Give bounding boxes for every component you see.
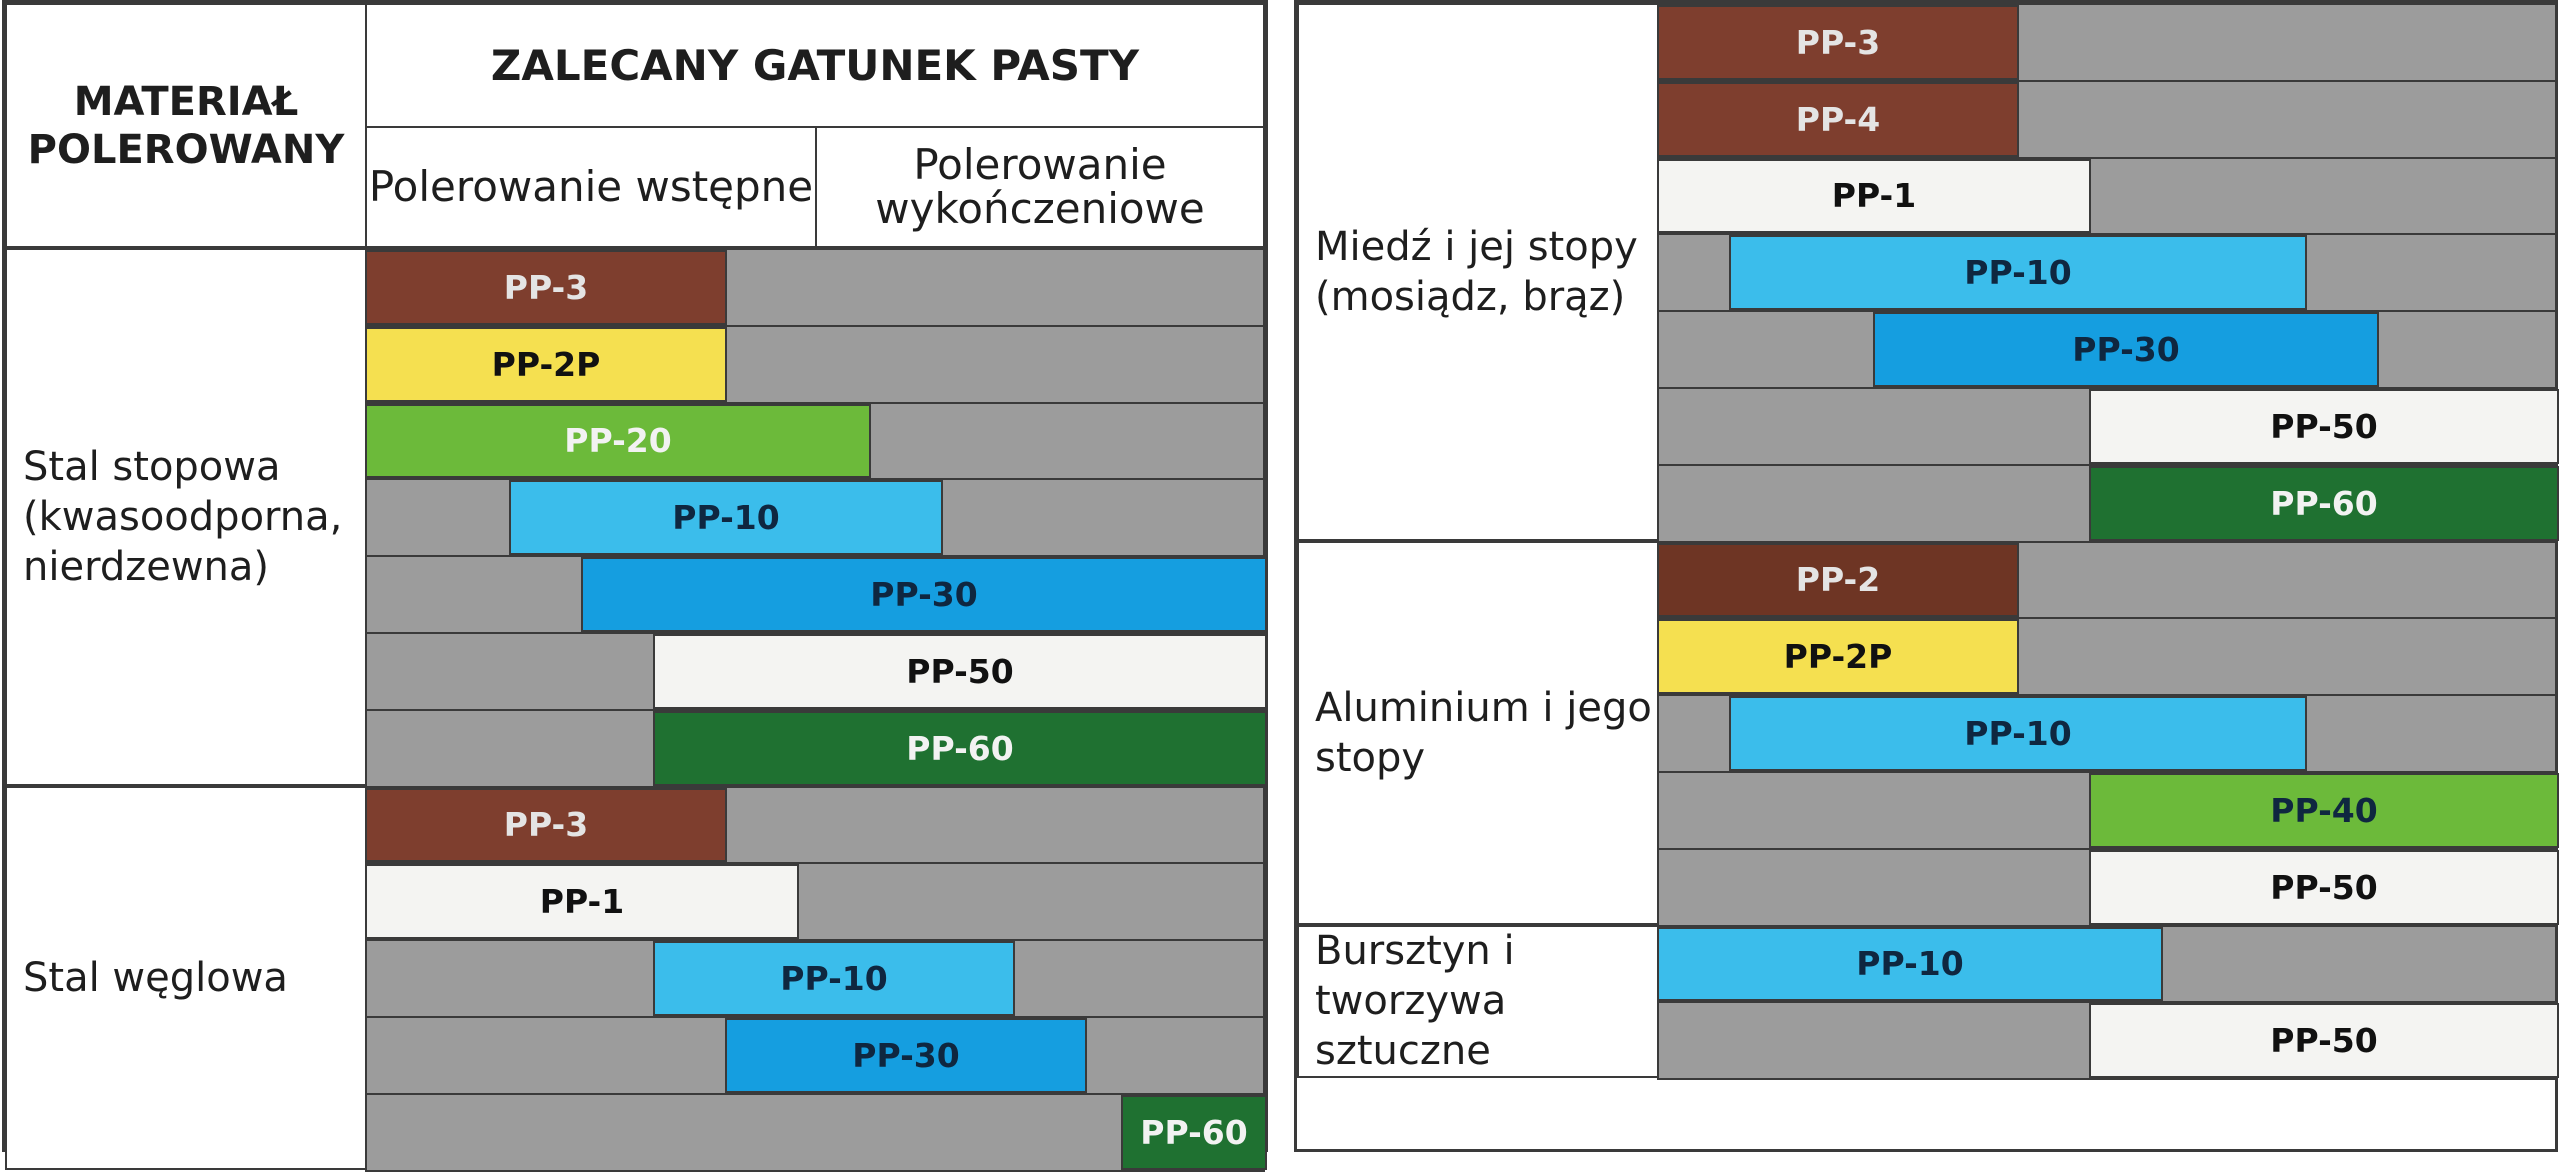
paste-row: PP-3 (1657, 3, 2557, 82)
paste-bar-pp-2: PP-2 (1657, 542, 2019, 618)
paste-row: PP-60 (365, 708, 1267, 788)
paste-bar-pp-50: PP-50 (2089, 849, 2559, 925)
paste-bar-label: PP-10 (1856, 944, 1964, 984)
paste-bar-label: PP-50 (2270, 1021, 2378, 1061)
paste-bar-label: PP-2 (1795, 560, 1881, 600)
paste-row: PP-10 (365, 478, 1265, 558)
paste-bar-pp-20: PP-20 (365, 403, 871, 479)
header-title: ZALECANY GATUNEK PASTY (365, 3, 1265, 128)
paste-row: PP-2P (1657, 617, 2557, 697)
paste-row: PP-10 (365, 939, 1265, 1018)
paste-bar-label: PP-50 (2270, 867, 2378, 907)
material-cell-stal-weglowa: Stal węglowa (5, 785, 367, 1170)
paste-bar-pp-2p: PP-2P (1657, 619, 2019, 695)
paste-row: PP-10 (1657, 924, 2557, 1004)
paste-bar-label: PP-60 (906, 728, 1014, 768)
header-sub-finishing-text: Polerowanie wykończeniowe (875, 140, 1205, 233)
material-label: Stal węglowa (23, 954, 288, 1001)
paste-row: PP-3 (365, 785, 1265, 865)
paste-row: PP-20 (365, 401, 1265, 481)
paste-row: PP-2P (365, 324, 1265, 404)
material-cell-aluminium-i-jego-stopy: Aluminium i jego stopy (1297, 540, 1659, 925)
paste-bar-label: PP-30 (870, 575, 978, 615)
paste-bar-pp-4: PP-4 (1657, 81, 2019, 157)
material-label: Miedź i jej stopy (mosiądz, brąz) (1315, 223, 1638, 320)
paste-bar-label: PP-40 (2270, 790, 2378, 830)
paste-bar-label: PP-1 (539, 882, 625, 922)
header-sub-initial-text: Polerowanie wstępne (368, 162, 814, 211)
paste-bar-label: PP-3 (503, 805, 589, 845)
paste-bar-label: PP-10 (672, 498, 780, 538)
paste-bar-pp-10: PP-10 (1729, 696, 2307, 771)
paste-row: PP-30 (1657, 310, 2557, 389)
paste-bar-pp-3: PP-3 (1657, 5, 2019, 80)
paste-row: PP-50 (1657, 1001, 2559, 1081)
paste-row: PP-4 (1657, 79, 2557, 159)
paste-row: PP-60 (365, 1092, 1267, 1172)
paste-bar-pp-3: PP-3 (365, 250, 727, 325)
paste-bar-label: PP-50 (906, 651, 1014, 691)
paste-bar-label: PP-30 (2072, 330, 2180, 370)
paste-bar-label: PP-4 (1795, 99, 1881, 139)
paste-row: PP-40 (1657, 771, 2559, 850)
paste-row: PP-30 (365, 555, 1267, 634)
material-cell-stal-stopowa-kwasoodporna-nierdzewna: Stal stopowa (kwasoodporna, nierdzewna) (5, 248, 367, 786)
paste-row: PP-10 (1657, 233, 2557, 313)
paste-row: PP-1 (1657, 156, 2557, 236)
paste-bar-label: PP-3 (1795, 22, 1881, 62)
paste-row: PP-2 (1657, 540, 2557, 620)
paste-row: PP-50 (1657, 847, 2559, 927)
paste-bar-label: PP-2P (1783, 637, 1893, 677)
paste-row: PP-1 (365, 862, 1265, 942)
material-label: Stal stopowa (kwasoodporna, nierdzewna) (23, 443, 343, 590)
material-cell-bursztyn-i-tworzywa-sztuczne: Bursztyn i tworzywa sztuczne (1297, 924, 1659, 1079)
paste-bar-pp-60: PP-60 (653, 710, 1267, 786)
paste-bar-pp-3: PP-3 (365, 787, 727, 863)
paste-bar-label: PP-10 (1964, 714, 2072, 754)
paste-bar-pp-50: PP-50 (2089, 1003, 2559, 1079)
paste-bar-label: PP-30 (852, 1035, 960, 1075)
paste-bar-pp-1: PP-1 (1657, 158, 2091, 234)
header-material: MATERIAŁ POLEROWANY (5, 3, 367, 248)
paste-bar-pp-10: PP-10 (509, 480, 943, 556)
header-title-text: ZALECANY GATUNEK PASTY (490, 41, 1140, 90)
header-material-text: MATERIAŁ POLEROWANY (27, 78, 345, 173)
header-sub-initial: Polerowanie wstępne (365, 126, 817, 248)
paste-bar-label: PP-50 (2270, 406, 2378, 446)
paste-bar-label: PP-10 (780, 959, 888, 999)
left-table: MATERIAŁ POLEROWANY ZALECANY GATUNEK PAS… (2, 0, 1268, 1172)
paste-bar-pp-50: PP-50 (653, 634, 1267, 709)
paste-row: PP-60 (1657, 463, 2559, 543)
paste-bar-label: PP-1 (1831, 176, 1917, 216)
paste-bar-pp-30: PP-30 (725, 1018, 1087, 1093)
paste-bar-pp-1: PP-1 (365, 864, 799, 940)
paste-row: PP-10 (1657, 694, 2557, 773)
paste-bar-pp-60: PP-60 (2089, 465, 2559, 541)
paste-bar-label: PP-60 (1140, 1112, 1248, 1152)
paste-bar-label: PP-60 (2270, 483, 2378, 523)
paste-row: PP-50 (1657, 387, 2559, 466)
material-cell-miedz-i-jej-stopy-mosiadz-braz: Miedź i jej stopy (mosiądz, brąz) (1297, 3, 1659, 541)
paste-bar-label: PP-3 (503, 267, 589, 307)
paste-bar-pp-50: PP-50 (2089, 389, 2559, 464)
paste-bar-pp-10: PP-10 (1729, 235, 2307, 311)
paste-row: PP-3 (365, 248, 1265, 327)
material-label: Aluminium i jego stopy (1315, 684, 1652, 781)
paste-bar-pp-10: PP-10 (653, 941, 1015, 1016)
paste-bar-label: PP-2P (491, 344, 601, 384)
paste-row: PP-30 (365, 1016, 1265, 1095)
paste-bar-label: PP-20 (564, 421, 672, 461)
paste-bar-pp-30: PP-30 (1873, 312, 2379, 387)
paste-bar-label: PP-10 (1964, 253, 2072, 293)
paste-bar-pp-2p: PP-2P (365, 326, 727, 402)
header-sub-finishing: Polerowanie wykończeniowe (815, 126, 1265, 248)
material-label: Bursztyn i tworzywa sztuczne (1315, 928, 1515, 1075)
paste-bar-pp-60: PP-60 (1121, 1094, 1267, 1170)
paste-row: PP-50 (365, 632, 1267, 711)
paste-bar-pp-40: PP-40 (2089, 773, 2559, 848)
paste-bar-pp-30: PP-30 (581, 557, 1267, 632)
paste-bar-pp-10: PP-10 (1657, 926, 2163, 1002)
